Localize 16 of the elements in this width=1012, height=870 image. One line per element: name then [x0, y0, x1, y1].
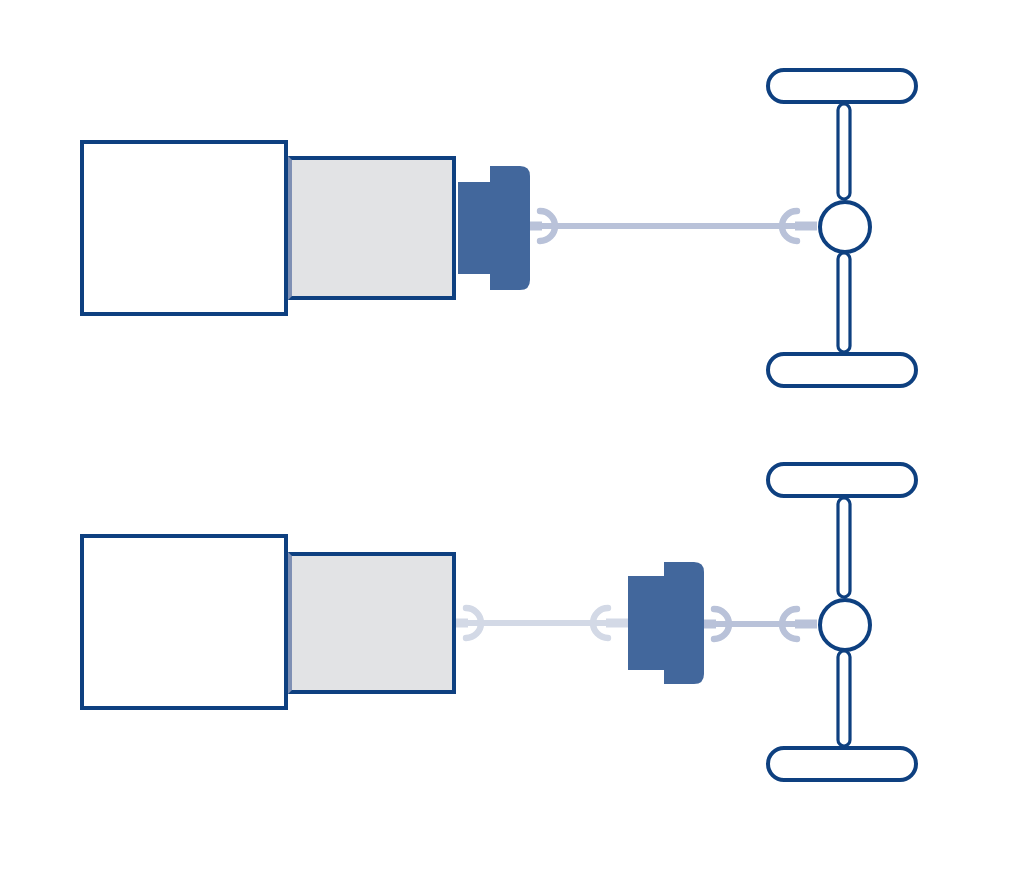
axle-rod — [836, 649, 852, 748]
engine-box — [80, 140, 288, 316]
transmission-box — [288, 156, 456, 300]
differential-circle — [817, 199, 871, 253]
axle-rod — [836, 496, 852, 599]
wheel — [766, 462, 918, 498]
wheel — [766, 352, 918, 388]
gear-unit-block — [458, 166, 530, 290]
wheel — [766, 746, 918, 782]
axle-rod — [836, 102, 852, 201]
axle-rod — [836, 251, 852, 354]
engine-box — [80, 534, 288, 710]
differential-circle — [817, 597, 871, 651]
transmission-box — [288, 552, 456, 694]
wheel — [766, 68, 918, 104]
gear-unit-block — [628, 562, 704, 684]
